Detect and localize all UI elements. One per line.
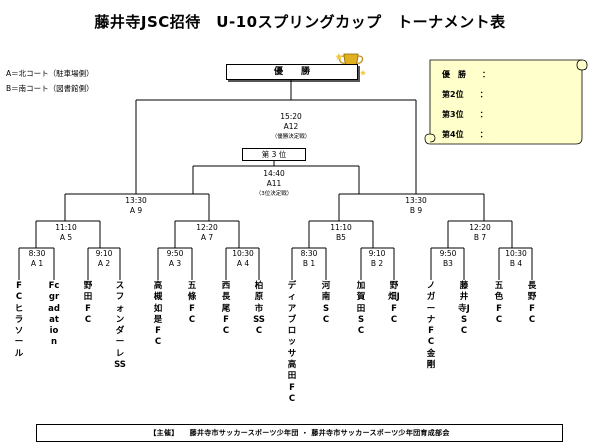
team-name: 西長尾FC (221, 281, 231, 337)
semi-b-code: B 9 (409, 206, 423, 215)
round1-b2: 9:10 B 2 (359, 249, 395, 269)
quarter-b5-time: 11:10 (330, 223, 352, 232)
team-name: 五色FC (494, 281, 504, 325)
round1-b1-time: 8:30 (300, 249, 318, 258)
quarter-b7-code: B 7 (473, 233, 487, 242)
round1-b2-time: 9:10 (368, 249, 386, 258)
round1-a1-time: 8:30 (28, 249, 46, 258)
rank-third-label: 第3位 (442, 110, 464, 119)
third-match-note: （3位決定戦） (255, 191, 293, 197)
footer-organizer: 【主催】 藤井寺市サッカースポーツ少年団 ・ 藤井寺市サッカースポーツ少年団育成… (36, 424, 563, 442)
round1-a2-time: 9:10 (95, 249, 113, 258)
team-name: 野畑JFC (388, 281, 400, 325)
ranking-scroll (424, 59, 588, 145)
round1-b3: 9:50 B3 (430, 249, 466, 269)
team-name: 長野FC (527, 281, 537, 325)
round1-a3-code: A 3 (168, 259, 182, 268)
round1-a1: 8:30 A 1 (19, 249, 55, 269)
champion-box: 優 勝 (226, 64, 358, 80)
quarter-a7-time: 12:20 (196, 223, 218, 232)
rank-second: 第2位 ： (442, 89, 488, 100)
page-title: 藤井寺JSC招待 U-10スプリングカップ トーナメント表 (94, 13, 506, 31)
round1-b3-time: 9:50 (439, 249, 457, 258)
third-match-time: 14:40 (263, 169, 285, 178)
team-name: 藤井寺JSC (458, 281, 470, 337)
team-name: 野田FC (83, 281, 93, 325)
third-match-code: A11 (266, 179, 282, 188)
semi-b-time: 13:30 (405, 196, 427, 205)
round1-a4-time: 10:30 (232, 249, 254, 258)
quarter-a7: 12:20 A 7 (189, 223, 225, 243)
court-legend-a: A＝北コート（駐車場側） (6, 69, 94, 78)
quarter-b7: 12:20 B 7 (462, 223, 498, 243)
quarter-a5: 11:10 A 5 (48, 223, 84, 243)
team-name: 高槻如是FC (153, 281, 163, 348)
round1-a2: 9:10 A 2 (86, 249, 122, 269)
team-name: 五條FC (187, 281, 197, 325)
round1-b3-code: B3 (443, 259, 453, 268)
round1-b1: 8:30 B 1 (291, 249, 327, 269)
semi-a: 13:30 A 9 (116, 196, 156, 216)
final-time: 15:20 (280, 112, 302, 121)
rank-champion: 優 勝 ： (442, 69, 490, 80)
semi-a-time: 13:30 (125, 196, 147, 205)
round1-b4-time: 10:30 (505, 249, 527, 258)
team-name: 柏原市SSC (253, 281, 265, 337)
court-legend-b: B＝南コート（図書館側） (6, 84, 94, 93)
round1-a4: 10:30 A 4 (225, 249, 261, 269)
semi-b: 13:30 B 9 (396, 196, 436, 216)
rank-second-label: 第2位 (442, 90, 464, 99)
team-name: 加賀田SC (356, 281, 366, 337)
team-name: Fcgradation (48, 281, 60, 348)
rank-champion-value: ： (482, 70, 490, 79)
rank-fourth-value: ： (479, 130, 488, 139)
final-match: 15:20 A12 （優勝決定戦） (241, 112, 341, 142)
third-place-box: 第 3 位 (242, 148, 306, 161)
round1-b4: 10:30 B 4 (498, 249, 534, 269)
quarter-b5: 11:10 B5 (323, 223, 359, 243)
rank-fourth: 第4位 ： (442, 129, 488, 140)
round1-b1-code: B 1 (302, 259, 316, 268)
team-name: スフォンダーレSS (114, 281, 126, 371)
semi-a-code: A 9 (129, 206, 143, 215)
final-code: A12 (283, 122, 299, 131)
team-name: ノガーナFC金剛 (426, 281, 436, 371)
rank-champion-label: 優 勝 (442, 70, 466, 79)
round1-a1-code: A 1 (30, 259, 44, 268)
quarter-a5-time: 11:10 (55, 223, 77, 232)
quarter-b5-code: B5 (336, 233, 346, 242)
round1-a4-code: A 4 (236, 259, 250, 268)
round1-b4-code: B 4 (509, 259, 523, 268)
rank-third: 第3位 ： (442, 109, 488, 120)
third-place-match: 14:40 A11 （3位決定戦） (224, 169, 324, 199)
final-note: （優勝決定戦） (271, 134, 311, 140)
round1-b2-code: B 2 (370, 259, 384, 268)
quarter-b7-time: 12:20 (469, 223, 491, 232)
rank-fourth-label: 第4位 (442, 130, 464, 139)
team-name: FCヒラソール (14, 281, 24, 359)
rank-third-value: ： (479, 110, 488, 119)
team-name: 河南SC (321, 281, 331, 325)
quarter-a5-code: A 5 (59, 233, 73, 242)
rank-second-value: ： (479, 90, 488, 99)
quarter-a7-code: A 7 (200, 233, 214, 242)
round1-a2-code: A 2 (97, 259, 111, 268)
round1-a3-time: 9:50 (166, 249, 184, 258)
team-name: ディアブロッサ高田FC (287, 281, 297, 404)
round1-a3: 9:50 A 3 (157, 249, 193, 269)
